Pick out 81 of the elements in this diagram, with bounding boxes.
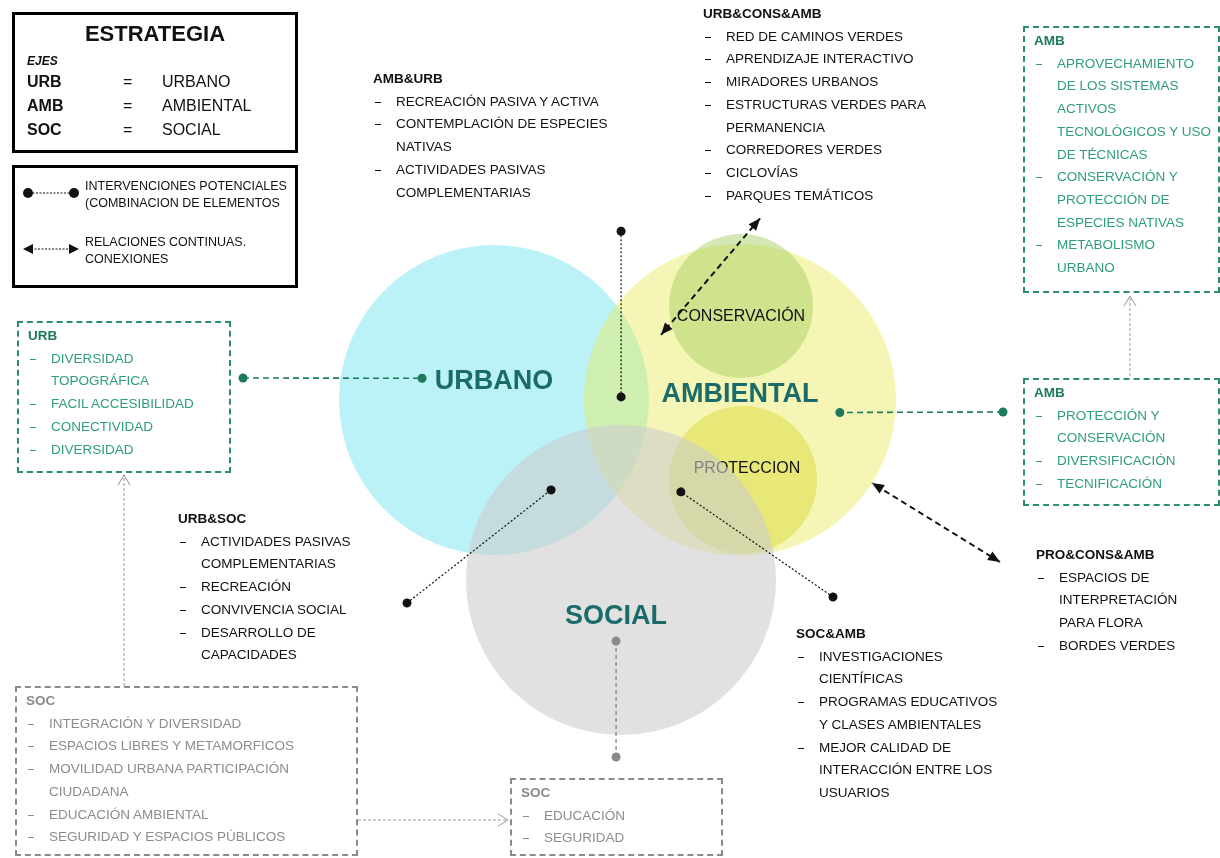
leader-line [611,636,621,762]
list-item: MIRADORES URBANOS [703,71,965,94]
arrow [1123,295,1137,377]
circle-label: PROTECCION [693,459,801,477]
list-item: ESPACIOS LIBRES Y METAMORFICOS [26,735,352,759]
legend-text: INTERVENCIONES POTENCIALES (COMBINACION DE ELEMENTOS [85,178,288,212]
heading: SOC&AMB [796,625,867,643]
list-item: PROGRAMAS EDUCATIVOS Y CLASES AMBIENTALES [796,691,1008,737]
circle-label: AMBIENTAL [661,377,819,409]
leader-line [616,226,626,402]
axis-name: URBANO [162,73,231,91]
heading: PRO&CONS&AMB [1036,546,1156,564]
list-item: ESPACIOS DE INTERPRETACIÓN PARA FLORA [1036,566,1216,635]
heading: URB [28,327,59,345]
leader-line [238,373,427,383]
leader-line [676,487,838,602]
list-item: RECREACIÓN [178,576,393,599]
legend-text: RELACIONES CONTINUAS. CONEXIONES [85,234,248,268]
heading: URB&SOC [178,510,248,528]
list-item: APRENDIZAJE INTERACTIVO [703,48,965,72]
arrow [117,474,131,687]
list-item: APROVECHAMIENTO DE LOS SISTEMAS ACTIVOS TECNOLÓGICOS Y USO DE TÉCNICAS [1034,52,1214,167]
arrow [357,813,509,827]
list-item: DESARROLLO DE CAPACIDADES [178,621,393,667]
axis-name: AMBIENTAL [162,97,252,115]
strategy-box [12,12,298,153]
list-item: ACTIVIDADES PASIVAS COMPLEMENTARIAS [373,158,653,205]
list-item: SEGURIDAD [521,827,717,851]
circle-label: CONSERVACIÓN [676,307,806,325]
equals-sign: = [123,97,133,115]
list-item: CONSERVACIÓN Y PROTECCIÓN DE ESPECIES NATIVAS [1034,166,1214,235]
list-item: SEGURIDAD Y ESPACIOS PÚBLICOS [26,826,352,849]
list-item: EDUCACIÓN AMBIENTAL [26,803,352,827]
leader-line [402,485,556,608]
info-box [510,778,723,856]
list-item: DIVERSIFICACIÓN [1034,450,1214,473]
heading: AMB&URB [373,70,444,88]
list-item: RED DE CAMINOS VERDES [703,25,965,49]
list-item: CONECTIVIDAD [28,415,225,439]
heading: SOC [521,784,552,802]
list-item: METABOLISMO URBANO [1034,234,1214,280]
heading: AMB [1034,32,1066,50]
list-item: TECNIFICACIÓN [1034,472,1214,496]
list-item: EDUCACIÓN [521,804,717,828]
list-item: INVESTIGACIONES CIENTÍFICAS [796,645,1008,692]
info-box [1023,378,1220,506]
list-item: INTEGRACIÓN Y DIVERSIDAD [26,712,352,736]
list-item: PARQUES TEMÁTICOS [703,184,965,208]
circle-label: URBANO [434,364,554,396]
subheading: EJES [27,54,58,68]
info-box [17,321,231,473]
heading: SOC [26,692,57,710]
arrow [871,482,1001,563]
title: ESTRATEGIA [83,21,227,47]
info-box [15,686,358,856]
list-item: ACTIVIDADES PASIVAS COMPLEMENTARIAS [178,530,393,577]
heading: URB&CONS&AMB [703,5,823,23]
list-item: FACIL ACCESIBILIDAD [28,393,225,416]
list-item: CORREDORES VERDES [703,139,965,162]
list-item: DIVERSIDAD [28,438,225,462]
list-item: DIVERSIDAD TOPOGRÁFICA [28,347,225,394]
heading: AMB [1034,384,1066,402]
info-box [1023,26,1220,293]
list-item: PROTECCIÓN Y CONSERVACIÓN [1034,404,1214,451]
circle-label: SOCIAL [565,599,667,631]
list-item: RECREACIÓN PASIVA Y ACTIVA [373,90,653,114]
axis-name: SOCIAL [162,121,221,139]
equals-sign: = [123,73,133,91]
abbreviation: AMB [27,97,64,115]
list-item: CICLOVÍAS [703,161,965,185]
list-item: CONTEMPLACIÓN DE ESPECIES NATIVAS [373,113,653,159]
list-item: ESTRUCTURAS VERDES PARA PERMANENCIA [703,93,965,140]
list-item: BORDES VERDES [1036,634,1216,658]
abbreviation: URB [27,73,62,91]
equals-sign: = [123,121,133,139]
leader-line [835,407,1008,417]
list-item: MEJOR CALIDAD DE INTERACCIÓN ENTRE LOS USUARIOS [796,736,1008,805]
list-item: MOVILIDAD URBANA PARTICIPACIÓN CIUDADANA [26,758,352,804]
arrow [660,217,762,336]
list-item: CONVIVENCIA SOCIAL [178,598,393,622]
abbreviation: SOC [27,121,62,139]
